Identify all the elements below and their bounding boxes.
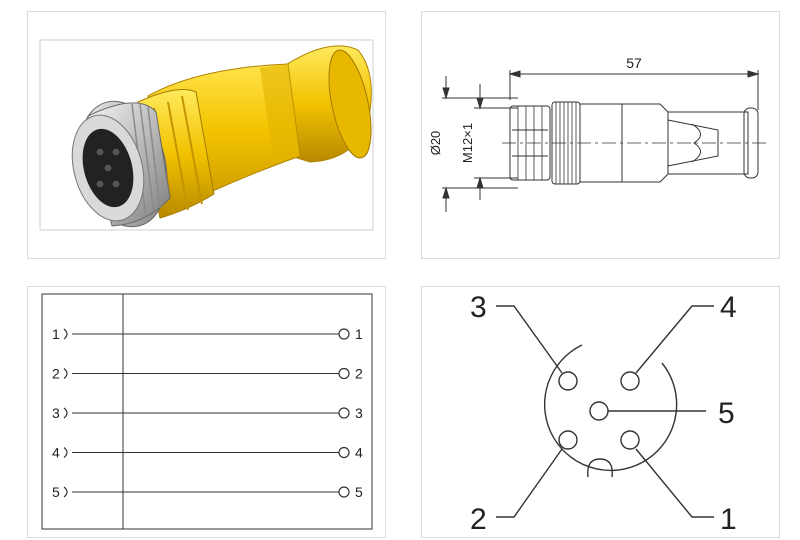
wire-pin-symbol — [338, 407, 350, 419]
pin-label-1: 1 — [720, 503, 737, 536]
wire-pin-symbol — [338, 328, 350, 340]
dimension-drawing: 57 Ø20 M12×1 — [428, 55, 766, 212]
wire-socket-symbol — [63, 447, 68, 458]
pin-2-leader — [496, 448, 563, 518]
connector-photo — [39, 39, 374, 231]
pin-1-leader — [635, 448, 714, 518]
pin-1-contact — [620, 430, 640, 450]
coding-key — [587, 458, 613, 478]
pin-label-4: 4 — [720, 291, 737, 324]
pinout-panel: 3 4 5 2 1 — [421, 286, 780, 538]
length-arrows — [508, 70, 760, 78]
wire-group: 1 1 2 2 3 3 4 4 5 5 — [52, 326, 363, 500]
wiring-diagram-panel: 1 1 2 2 3 3 4 4 5 5 — [27, 286, 386, 538]
wire-right-label: 1 — [355, 326, 363, 342]
pin-label-2: 2 — [470, 503, 487, 536]
pin-3-leader — [496, 305, 563, 374]
diameter-arrows — [442, 87, 450, 199]
wire-socket-symbol — [63, 407, 68, 419]
metal-coupling-nut — [71, 100, 171, 228]
wire-left-label: 3 — [52, 405, 60, 421]
thread-label: M12×1 — [460, 123, 475, 163]
pin-4-contact — [620, 371, 640, 391]
wiring-frame — [41, 293, 373, 530]
pin-label-5: 5 — [718, 397, 735, 430]
pin-5-contact — [589, 401, 609, 421]
length-label: 57 — [626, 55, 642, 71]
diameter-label: Ø20 — [428, 131, 443, 156]
wire-socket-symbol — [63, 328, 68, 340]
wire-left-label: 2 — [52, 366, 60, 382]
wire-right-label: 3 — [355, 405, 363, 421]
pin-label-3: 3 — [470, 291, 487, 324]
wire-left-label: 1 — [52, 326, 60, 342]
wire-pin-symbol — [338, 446, 350, 459]
wire-left-label: 5 — [52, 484, 60, 500]
wire-right-label: 2 — [355, 366, 363, 382]
product-photo-panel — [27, 11, 386, 259]
wire-right-label: 4 — [355, 445, 363, 461]
thread-arrows — [476, 97, 484, 189]
pinout-diagram: 3 4 5 2 1 — [470, 291, 737, 536]
dimension-drawing-panel: 57 Ø20 M12×1 — [421, 11, 780, 259]
wiring-diagram: 1 1 2 2 3 3 4 4 5 5 — [41, 293, 373, 530]
wire-socket-symbol — [63, 486, 68, 498]
rear-cap — [277, 45, 372, 163]
wire-right-label: 5 — [355, 484, 363, 500]
pin-3-contact — [558, 371, 578, 391]
wire-socket-symbol — [63, 368, 68, 379]
wire-pin-symbol — [338, 486, 350, 498]
wire-pin-symbol — [338, 367, 350, 380]
wire-left-label: 4 — [52, 445, 60, 461]
socket-outline — [543, 344, 678, 472]
pin-4-leader — [635, 305, 714, 374]
pin-2-contact — [558, 430, 578, 450]
